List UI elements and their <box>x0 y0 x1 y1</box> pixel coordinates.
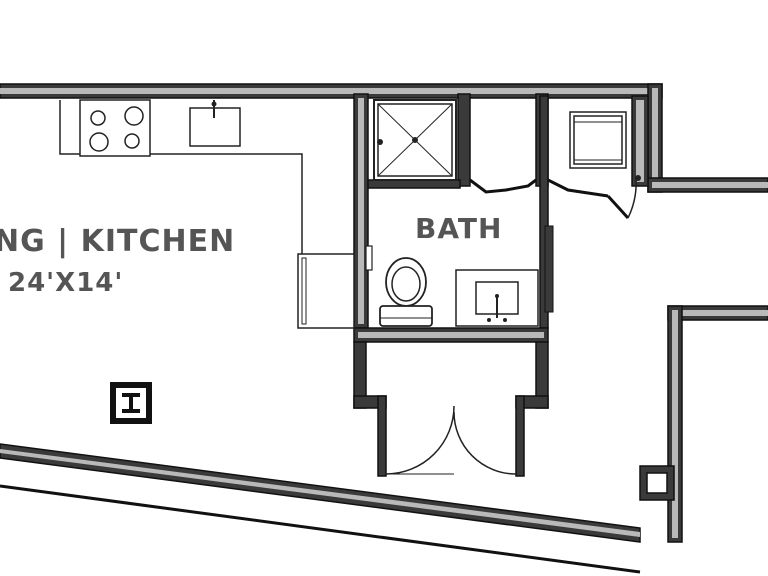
kitchen-counter <box>59 100 355 329</box>
sink-icon <box>189 100 241 147</box>
entry-double-door <box>385 405 517 475</box>
exterior-wall-right-upper <box>647 83 768 193</box>
structural-column <box>639 465 675 501</box>
bath-partition-walls <box>367 93 649 329</box>
bath-wall-left <box>353 93 369 329</box>
laundry-door <box>547 175 641 220</box>
vanity-sink-icon <box>455 269 539 327</box>
entry-vestibule-walls <box>353 327 549 477</box>
room-dimensions-living-kitchen: 24'X14' <box>8 268 124 298</box>
closet-bifold-door <box>469 178 537 194</box>
washer-icon <box>569 111 627 169</box>
toilet-icon <box>379 257 433 327</box>
exterior-wall-bottom <box>0 443 641 574</box>
room-name-living-kitchen: NG | KITCHEN <box>0 224 236 259</box>
exterior-wall-top <box>0 83 663 99</box>
cooktop-icon <box>79 99 151 157</box>
towel-bar-icon <box>544 225 554 313</box>
hvac-unit-icon <box>110 382 152 424</box>
room-name-bath: BATH <box>415 212 503 245</box>
shower-icon <box>373 99 457 181</box>
tp-holder-icon <box>365 245 373 271</box>
exterior-wall-right-lower <box>667 305 768 543</box>
